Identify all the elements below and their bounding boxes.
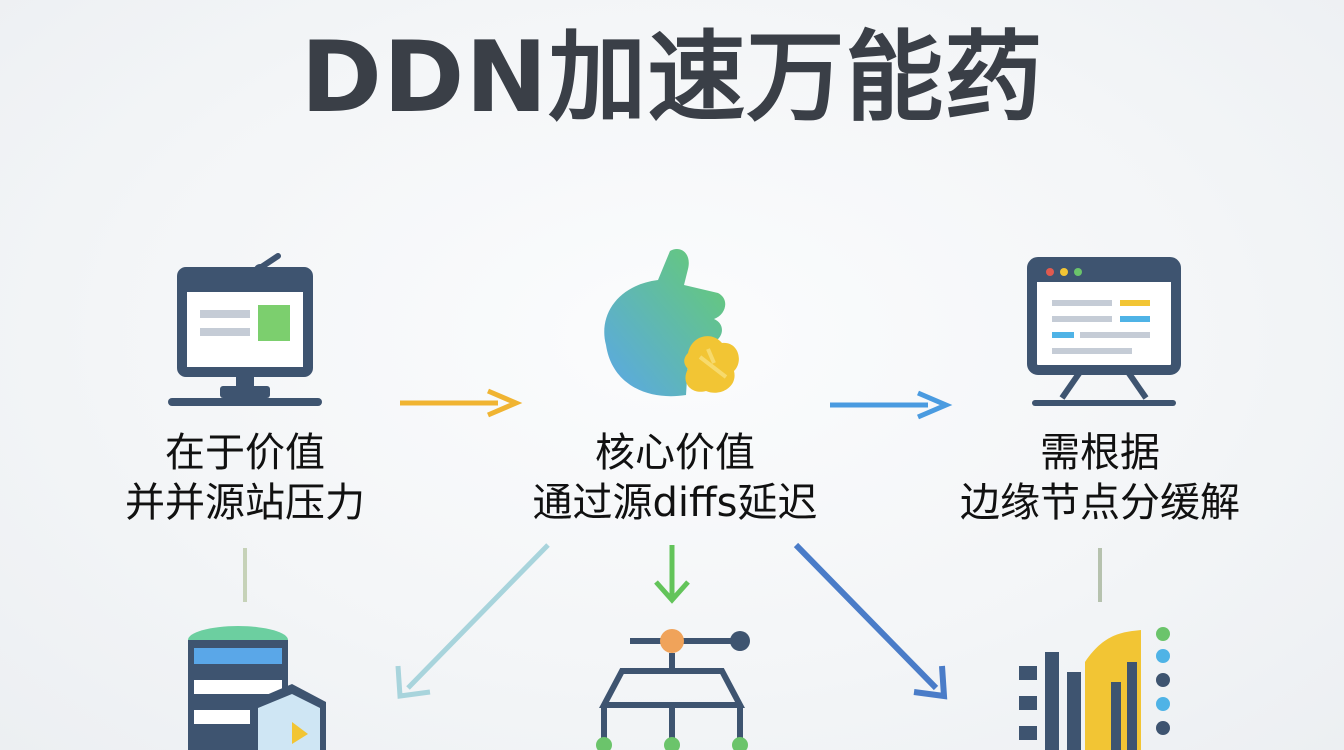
arrow-left-to-center xyxy=(400,388,523,418)
dashboard-icon xyxy=(1027,257,1181,406)
node-label-1: 在于价值 并并源站压力 xyxy=(80,428,410,528)
node-label-3: 需根据 边缘节点分缓解 xyxy=(930,428,1270,528)
page-title: DDN加速万能药 xyxy=(300,21,1044,135)
node-label-3-line1: 需根据 xyxy=(1040,430,1160,476)
arrow-center-to-right xyxy=(830,390,953,420)
node-label-3-line2: 边缘节点分缓解 xyxy=(960,480,1240,526)
node-label-1-line1: 在于价值 xyxy=(165,430,325,476)
node-label-2: 核心价值 通过源diffs延迟 xyxy=(500,428,850,528)
database-icon xyxy=(188,626,326,750)
node-label-2-line1: 核心价值 xyxy=(595,430,755,476)
signal-icon xyxy=(1019,627,1170,750)
network-icon xyxy=(596,629,750,750)
node-label-1-line2: 并并源站压力 xyxy=(125,480,365,526)
leaf-icon xyxy=(604,249,739,397)
monitor-icon xyxy=(168,253,322,406)
node-label-2-line2: 通过源diffs延迟 xyxy=(532,480,818,526)
